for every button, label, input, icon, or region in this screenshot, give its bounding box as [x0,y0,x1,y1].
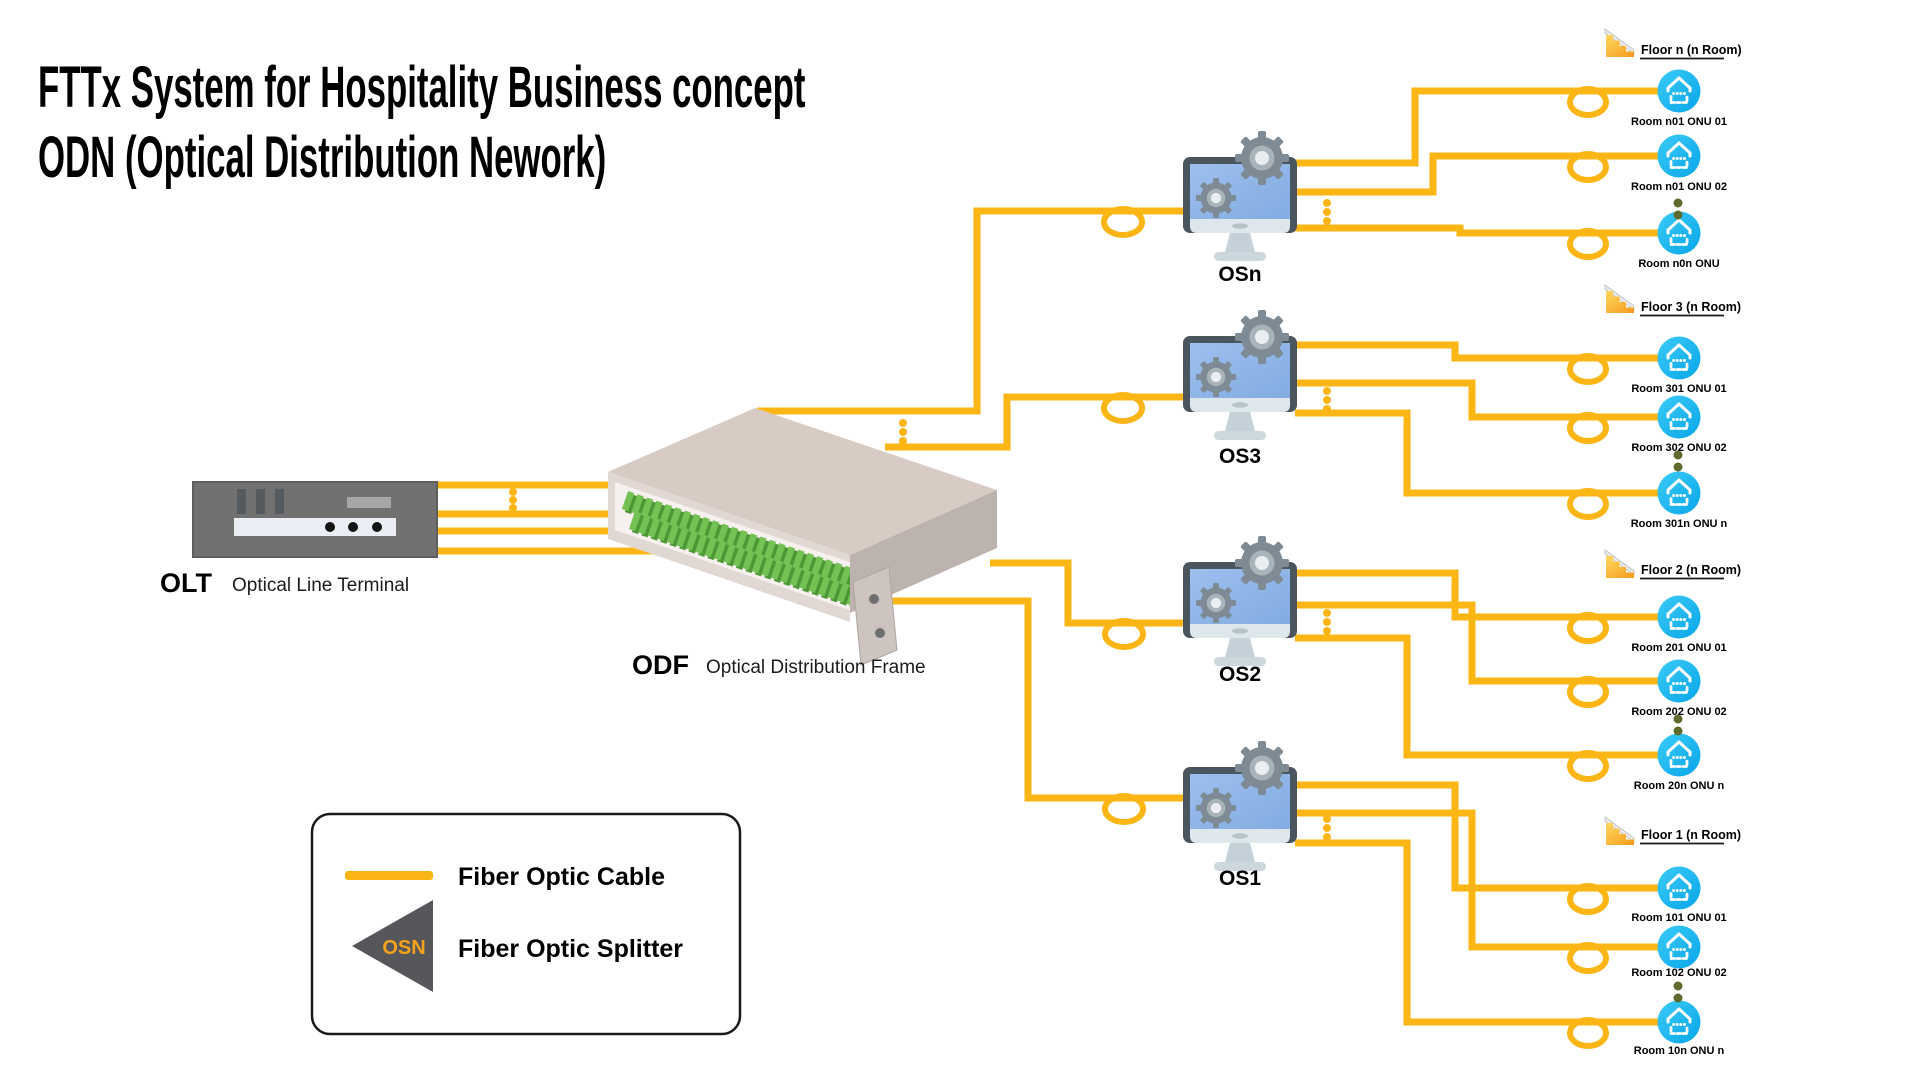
olt-vent-slot [275,489,284,514]
cable-osn-room1 [1295,87,1659,167]
splitter-os1-label: OS1 [1219,867,1261,890]
cable-odf-os1 [878,597,1185,802]
smart-home-onu-icon [1656,999,1702,1045]
cable-os1-room2 [1295,809,1659,951]
olt-abbr-label: OLT [160,568,212,598]
olt-name-label: Optical Line Terminal [232,575,409,596]
room-label: Room 101 ONU 01 [1631,912,1726,924]
smart-home-onu-icon [1656,865,1702,911]
splitter-os2-icon [1183,536,1297,666]
room-label: Room n01 ONU 01 [1631,116,1727,128]
smart-home-onu-icon [1656,68,1702,114]
splitter-os1-icon [1183,741,1297,871]
smart-home-onu-icon [1656,394,1702,440]
splitter-os3-label: OS3 [1219,445,1261,468]
cable-osn-room3 [1295,224,1659,237]
smart-home-onu-icon [1656,924,1702,970]
room-label: Room n01 ONU 02 [1631,181,1727,193]
cable-os3-room1 [1295,341,1659,362]
odf-top-face [608,408,997,555]
stairs-icon [1604,284,1635,314]
fiber-splitter-icon [352,900,433,992]
cable-os3-room2 [1295,379,1659,421]
cable-odf-osn [757,207,1185,415]
odf-device [608,408,997,666]
stairs-icon [1604,549,1635,579]
floor-labels: Floor n (n Room) Floor 3 (n Room) Floor … [1640,43,1742,845]
cable-os2-room2 [1295,601,1659,685]
room-label: Room 20n ONU n [1634,780,1725,792]
cable-os1-room1 [1295,781,1659,892]
odf-name-label: Optical Distribution Frame [706,657,926,678]
cable-slack-loops [1101,86,1609,1049]
splitter-osn-icon [1183,131,1297,261]
room-label: Room 301 ONU 01 [1631,383,1726,395]
cable-os2-room1 [1295,569,1659,621]
splitter-os3-icon [1183,310,1297,440]
smart-home-onu-icon [1656,335,1702,381]
cable-odf-os2 [990,559,1185,627]
olt-vent-slot [256,489,265,514]
odf-abbr-label: ODF [632,650,689,680]
cable-os1-room3 [1295,839,1659,1026]
olt-device [192,481,438,558]
olt-front-strip [234,518,396,536]
odf-fiber-ports [621,491,866,610]
cable-os3-room3 [1295,409,1659,497]
fiber-cable-swatch [345,871,433,880]
splitter-osn-label: OSn [1218,263,1261,286]
smart-home-onu-icon [1656,470,1702,516]
cable-osn-room2 [1295,152,1659,196]
room-labels: Room n01 ONU 01 Room n01 ONU 02 Room n0n… [1631,116,1728,1057]
smart-home-onu-icon [1656,594,1702,640]
legend-osn-label: OSN [382,937,425,959]
room-label: Room 301n ONU n [1631,518,1728,530]
olt-panel [347,497,391,508]
room-continuation-dots [1673,198,1683,1003]
floor-2-label: Floor 2 (n Room) [1641,563,1741,577]
legend: OSN Fiber Optic Cable Fiber Optic Splitt… [310,812,742,1036]
page-title-line2: ODN (Optical Distribution Nework) [38,126,606,190]
legend-box [310,812,742,1036]
stairs-icon [1604,28,1635,58]
room-label: Room 102 ONU 02 [1631,967,1726,979]
cable-odf-os3 [885,393,1185,451]
splitter-os2-label: OS2 [1219,663,1261,686]
legend-splitter-label: Fiber Optic Splitter [458,935,683,963]
floor-1-label: Floor 1 (n Room) [1641,828,1741,842]
smart-home-onu-icon [1656,133,1702,179]
olt-vent-slot [237,489,246,514]
legend-cable-label: Fiber Optic Cable [458,863,665,891]
page-title-line1: FTTx System for Hospitality Business con… [38,56,806,120]
room-label: Room 202 ONU 02 [1631,706,1726,718]
smart-home-onu-icon [1656,658,1702,704]
room-label: Room 201 ONU 01 [1631,642,1726,654]
room-label: Room n0n ONU [1638,258,1719,270]
cable-continuation-dots [509,199,1331,841]
stairs-icon [1604,816,1635,846]
fiber-cables [437,87,1659,1026]
room-label: Room 302 ONU 02 [1631,442,1726,454]
smart-home-onu-icon [1656,732,1702,778]
floor-3-label: Floor 3 (n Room) [1641,300,1741,314]
room-label: Room 10n ONU n [1634,1045,1725,1057]
floor-n-label: Floor n (n Room) [1641,43,1742,57]
odf-bracket [852,566,898,666]
cable-os2-room3 [1295,634,1659,759]
